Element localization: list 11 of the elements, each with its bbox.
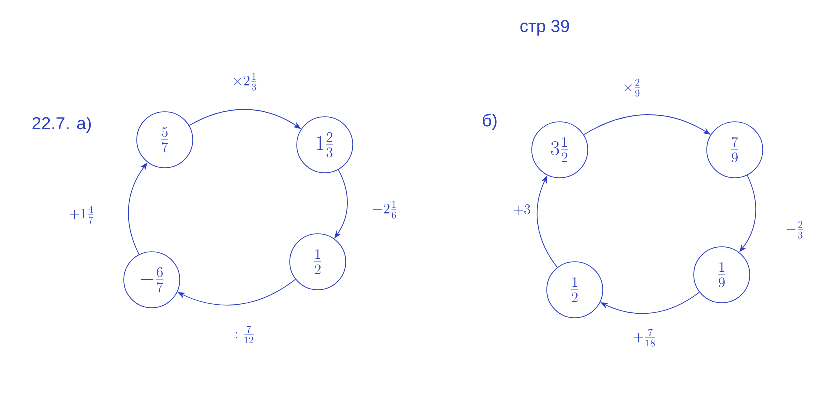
problem-number: 22.7. а) — [32, 116, 92, 134]
edge-label: $:\frac{7}{12}$ — [234, 325, 256, 345]
edge-label: $-\frac{2}{3}$ — [784, 220, 806, 240]
edge-label: $\times 2\frac{1}{3}$ — [231, 72, 259, 92]
part-label: б) — [483, 114, 497, 130]
edge-label: $+1\frac{4}{7}$ — [68, 205, 96, 225]
page-number: стр 39 — [520, 20, 570, 36]
edge-label: $+3$ — [512, 204, 532, 216]
edge-label: $\times\frac{2}{9}$ — [622, 78, 642, 98]
edge-label: $+\frac{7}{18}$ — [632, 328, 658, 348]
edge-label: $-2\frac{1}{6}$ — [371, 200, 399, 220]
